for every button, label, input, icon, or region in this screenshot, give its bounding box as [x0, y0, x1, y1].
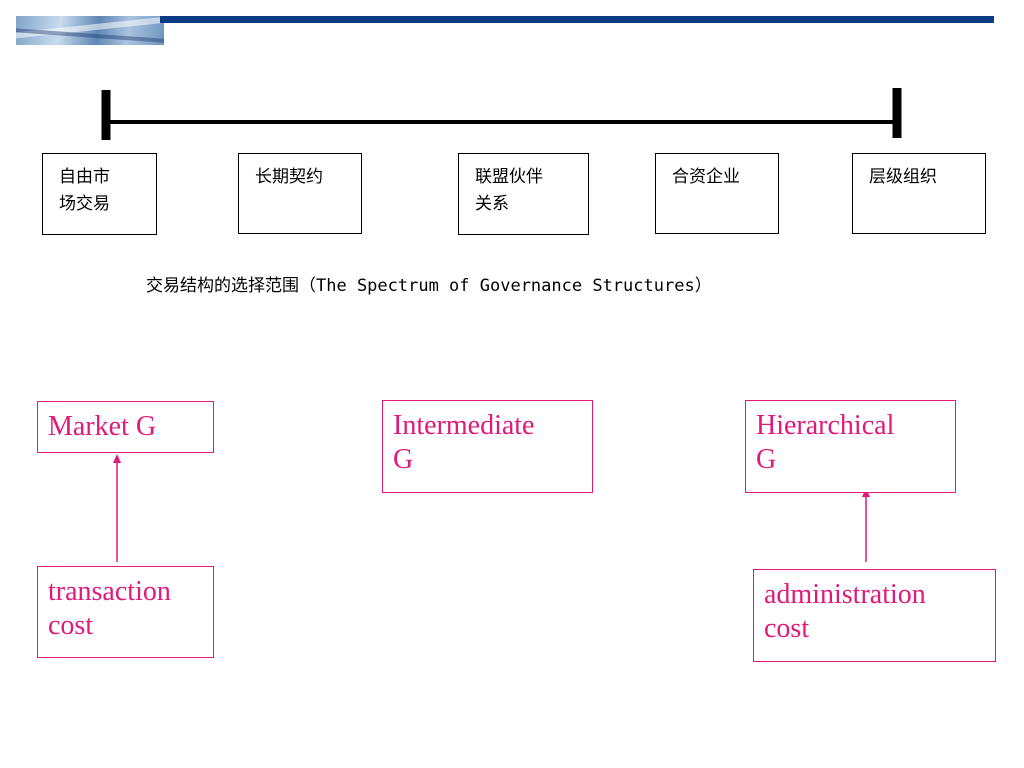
spectrum-box-line: 联盟伙伴 [475, 167, 543, 187]
spectrum-box-hierarchy: 层级组织 [852, 153, 986, 234]
box-line: transaction [48, 576, 171, 607]
box-line: G [393, 444, 414, 475]
market-governance-box: Market G [37, 401, 214, 453]
header-logo-graphic [16, 16, 164, 45]
spectrum-box-line: 自由市 [59, 167, 110, 187]
spectrum-box-line: 合资企业 [672, 167, 740, 187]
box-line: Intermediate [393, 410, 535, 441]
box-line: Hierarchical [756, 410, 895, 441]
spectrum-box-joint-venture: 合资企业 [655, 153, 779, 234]
box-line: cost [764, 613, 810, 644]
spectrum-box-free-market: 自由市 场交易 [42, 153, 157, 235]
spectrum-box-line: 长期契约 [255, 167, 323, 187]
spectrum-box-alliance-partnership: 联盟伙伴 关系 [458, 153, 589, 235]
spectrum-box-line: 场交易 [59, 194, 110, 214]
spectrum-box-long-term-contract: 长期契约 [238, 153, 362, 234]
box-line: cost [48, 610, 94, 641]
box-line: G [756, 444, 777, 475]
administration-cost-box: administration cost [753, 569, 996, 662]
spectrum-box-line: 关系 [475, 194, 509, 214]
box-line: administration [764, 579, 926, 610]
transaction-arrow-head [113, 454, 121, 463]
header-bar [160, 16, 994, 23]
transaction-cost-box: transaction cost [37, 566, 214, 658]
box-line: Market G [48, 411, 157, 442]
intermediate-governance-box: Intermediate G [382, 400, 593, 493]
hierarchical-governance-box: Hierarchical G [745, 400, 956, 493]
spectrum-box-line: 层级组织 [869, 167, 937, 187]
spectrum-caption: 交易结构的选择范围（The Spectrum of Governance Str… [146, 276, 712, 296]
